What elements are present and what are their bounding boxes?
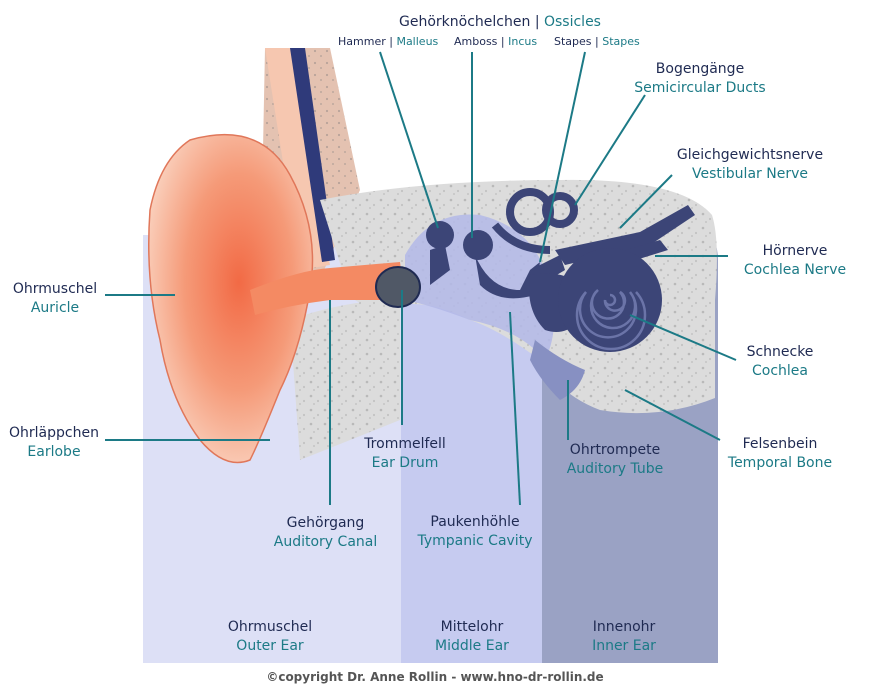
vestibular-de: Gleichgewichtsnerve (676, 147, 824, 163)
cochlea-nerve-en: Cochlea Nerve (743, 262, 847, 278)
inner-ear-en: Inner Ear (592, 638, 656, 654)
hammer-separator: | (389, 35, 393, 48)
label-ossicles: Gehörknöchelchen | Ossicles (360, 13, 640, 32)
label-ear-drum: Trommelfell Ear Drum (355, 435, 455, 473)
cochlea-en: Cochlea (752, 363, 808, 379)
auricle-shape (148, 133, 314, 464)
semicircular-en: Semicircular Ducts (634, 80, 766, 96)
tympanic-cavity-en: Tympanic Cavity (417, 533, 533, 549)
ear-drum-shape (375, 266, 421, 308)
label-temporal-bone: Felsenbein Temporal Bone (720, 435, 840, 473)
label-auricle: Ohrmuschel Auricle (0, 280, 110, 318)
stapes-en: Stapes (602, 35, 640, 48)
inner-ear-de: Innenohr (592, 619, 656, 635)
label-semicircular-ducts: Bogengänge Semicircular Ducts (600, 60, 800, 98)
vestibular-en: Vestibular Nerve (692, 166, 808, 182)
temporal-bone-de: Felsenbein (742, 436, 818, 452)
earlobe-en: Earlobe (27, 444, 81, 460)
skin-outer (265, 48, 330, 270)
stapes-de: Stapes (554, 35, 592, 48)
temporal-bone-en: Temporal Bone (727, 455, 833, 471)
zone-label-middle-ear: Mittelohr Middle Ear (408, 618, 536, 656)
label-earlobe: Ohrläppchen Earlobe (0, 424, 108, 462)
ossicles-de: Gehörknöchelchen (399, 14, 531, 30)
stapes-separator: | (595, 35, 599, 48)
label-hammer: Hammer | Malleus (338, 32, 438, 51)
leader-lines (105, 51, 737, 506)
label-stapes: Stapes | Stapes (554, 32, 640, 51)
auricle-en: Auricle (30, 300, 80, 316)
amboss-de: Amboss (454, 35, 498, 48)
cochlea-nerve-de: Hörnerve (762, 243, 828, 259)
auditory-tube-shape (530, 340, 585, 400)
vestibular-nerve-shape (555, 205, 695, 265)
label-amboss: Amboss | Incus (454, 32, 537, 51)
auditory-tube-de: Ohrtrompete (569, 442, 661, 458)
zone-label-outer-ear: Ohrmuschel Outer Ear (205, 618, 335, 656)
middle-ear-de: Mittelohr (440, 619, 504, 635)
cochlea-de: Schnecke (746, 344, 814, 360)
temporal-bone-lower (290, 300, 400, 460)
zone-label-inner-ear: Innenohr Inner Ear (560, 618, 688, 656)
auditory-tube-en: Auditory Tube (566, 461, 664, 477)
middle-ear-en: Middle Ear (435, 638, 509, 654)
label-tympanic-cavity: Paukenhöhle Tympanic Cavity (405, 513, 545, 551)
auditory-canal-en: Auditory Canal (273, 534, 378, 550)
outer-ear-en: Outer Ear (236, 638, 304, 654)
hammer-en: Malleus (396, 35, 439, 48)
amboss-separator: | (500, 35, 505, 48)
label-cochlea-nerve: Hörnerve Cochlea Nerve (730, 242, 860, 280)
ossicles-separator: | (534, 14, 540, 30)
earlobe-de: Ohrläppchen (9, 425, 99, 441)
cochlea-shape (558, 248, 662, 352)
hammer-de: Hammer (338, 35, 386, 48)
ear-canal-shape (250, 262, 405, 315)
label-auditory-tube: Ohrtrompete Auditory Tube (555, 441, 675, 479)
auricle-de: Ohrmuschel (12, 281, 98, 297)
ossicles-en: Ossicles (543, 14, 601, 30)
copyright-text: ©copyright Dr. Anne Rollin - www.hno-dr-… (266, 670, 604, 684)
semicircular-de: Bogengänge (655, 61, 745, 77)
ear-drum-de: Trommelfell (364, 436, 446, 452)
amboss-en: Incus (508, 35, 538, 48)
tympanic-cavity-de: Paukenhöhle (430, 514, 520, 530)
label-cochlea: Schnecke Cochlea (730, 343, 830, 381)
auditory-canal-de: Gehörgang (286, 515, 365, 531)
outer-ear-de: Ohrmuschel (227, 619, 313, 635)
label-vestibular-nerve: Gleichgewichtsnerve Vestibular Nerve (660, 146, 840, 184)
ear-drum-en: Ear Drum (371, 455, 439, 471)
label-auditory-canal: Gehörgang Auditory Canal (263, 514, 388, 552)
